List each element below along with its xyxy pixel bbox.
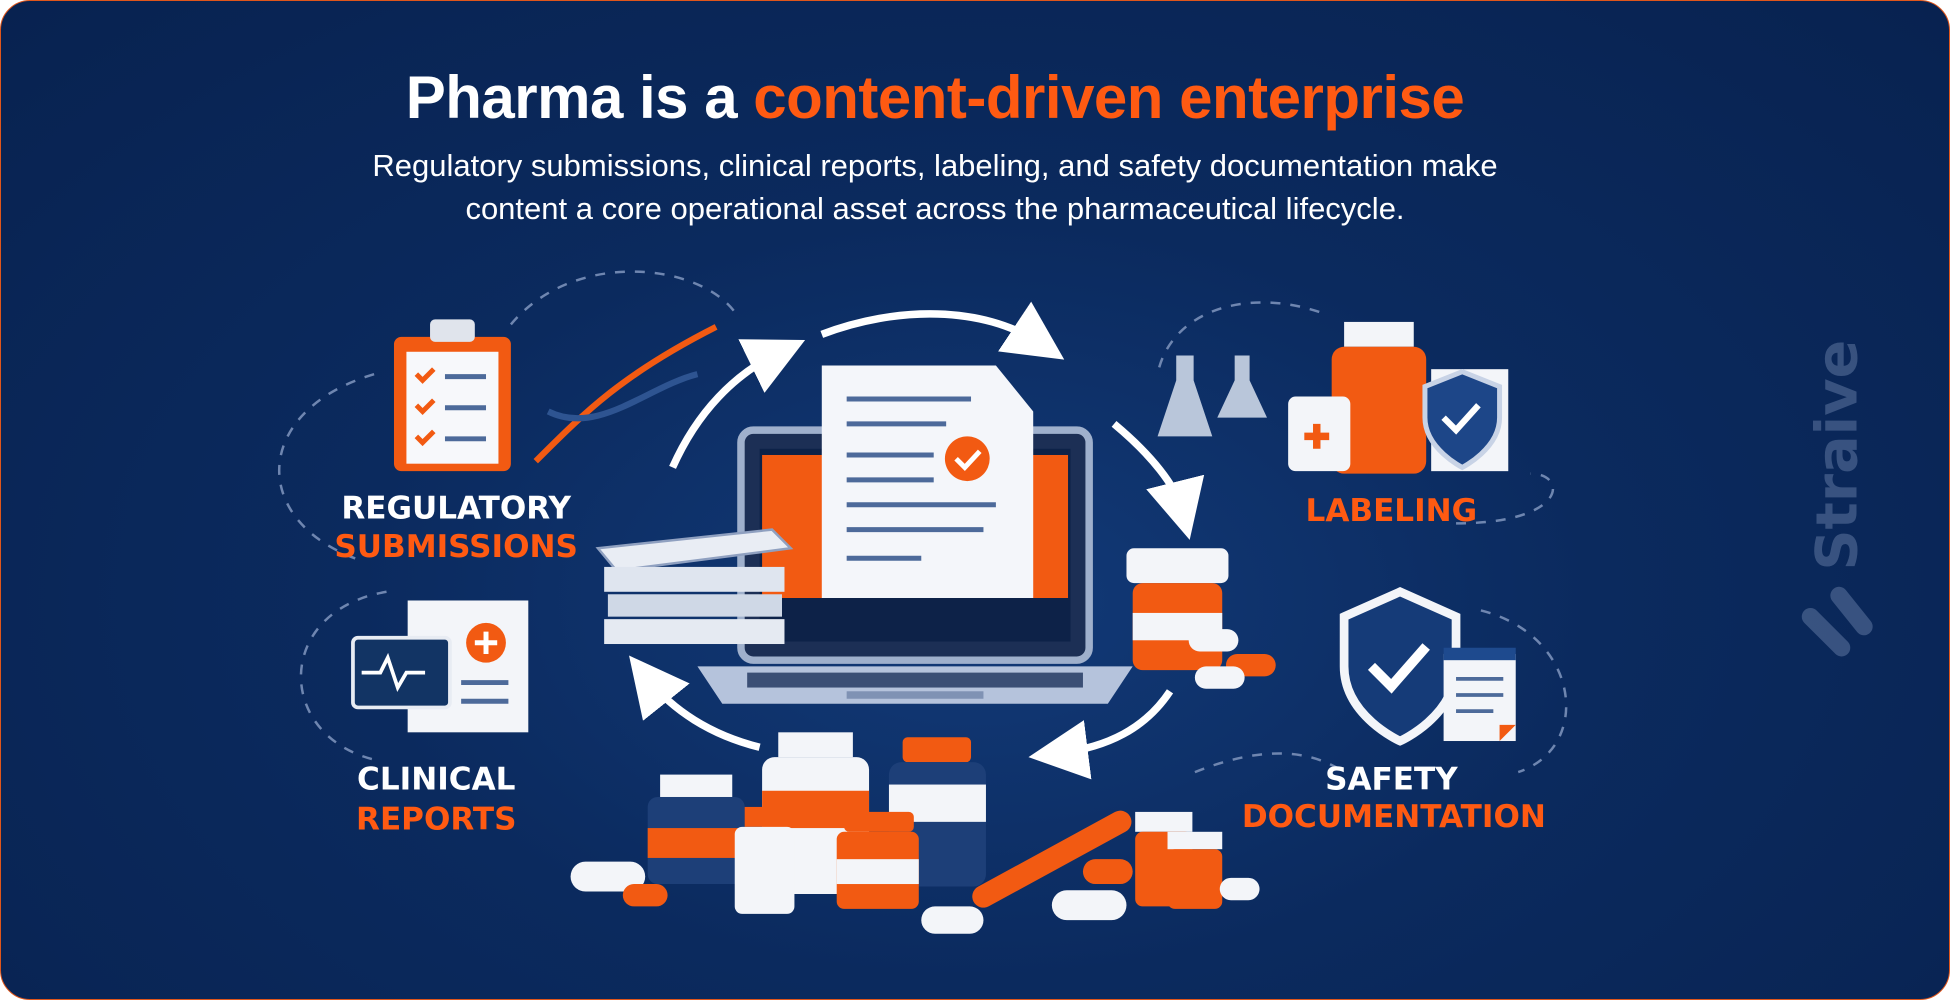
safety-label-line1: SAFETY	[1325, 762, 1458, 798]
dna-icon	[533, 324, 718, 464]
subtitle-line-1: Regulatory submissions, clinical reports…	[372, 148, 1498, 183]
pill-bottle-icon	[1126, 548, 1276, 689]
medical-report-icon	[351, 600, 529, 733]
title-prefix: Pharma is a	[405, 64, 754, 131]
book-stack-icon	[595, 528, 794, 645]
clinical-label-line1: CLINICAL	[357, 762, 515, 798]
medicine-bottle-shield-icon	[1157, 321, 1509, 474]
clinical-label-line2: REPORTS	[356, 801, 516, 837]
shield-check-icon	[1339, 587, 1516, 746]
labeling-label: LABELING	[1306, 493, 1478, 529]
cycle-arrows	[629, 301, 1205, 780]
page-title: Pharma is a content-driven enterprise	[1, 63, 1869, 132]
dashed-paths	[278, 270, 1568, 774]
title-accent: content-driven enterprise	[753, 64, 1465, 131]
medicine-pile-icon	[570, 732, 1260, 934]
safety-label-line2: DOCUMENTATION	[1242, 799, 1546, 835]
document-icon	[821, 365, 1034, 599]
regulatory-label-line1: REGULATORY	[341, 490, 571, 526]
logo-text: Straive	[1804, 340, 1870, 571]
subtitle-line-2: content a core operational asset across …	[465, 191, 1405, 226]
straive-logo: Straive	[1801, 340, 1873, 657]
clipboard-checklist-icon	[393, 319, 511, 472]
regulatory-label-line2: SUBMISSIONS	[334, 529, 578, 565]
